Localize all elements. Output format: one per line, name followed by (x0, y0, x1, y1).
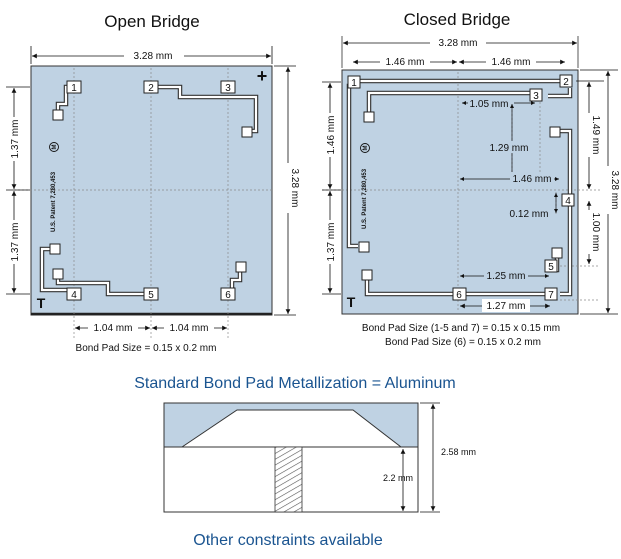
closed-patent-text: U.S. Patent 7,280,453 (362, 168, 368, 229)
open-pad-5: 5 (143, 287, 159, 301)
closed-dim-1-27: 1.27 mm (487, 301, 526, 312)
closed-dim-1-46-inner: 1.46 mm (513, 174, 552, 185)
closed-width-label: 3.28 mm (439, 38, 478, 49)
closed-top-dimensions: 3.28 mm 1.46 mm 1.46 mm (341, 36, 579, 68)
closed-bridge: Closed Bridge 3.28 mm 1.46 mm 1.46 mm (322, 10, 620, 348)
open-pad-1: 1 (66, 80, 82, 94)
open-width-label: 3.28 mm (134, 51, 173, 62)
closed-interior-dimensions: 1.05 mm 1.29 mm 1.46 mm 0.12 mm 1.25 mm (460, 97, 559, 282)
open-dim-1-37-bottom: 1.37 mm (10, 223, 21, 262)
open-height-label: 3.28 mm (289, 169, 300, 208)
open-right-dimension: 3.28 mm (274, 65, 300, 316)
closed-right-dimensions: 1.49 mm 1.00 mm 3.28 mm (576, 69, 620, 315)
closed-left-dimensions: 1.46 mm 1.37 mm (322, 81, 341, 295)
open-numbered-pads: 1 2 3 4 5 6 (66, 80, 236, 301)
open-pad-2: 2 (143, 80, 159, 94)
open-pad-4-label: 4 (71, 290, 77, 301)
open-guides (14, 68, 272, 340)
closed-small-pads (358, 111, 563, 281)
closed-dim-1-00: 1.00 mm (590, 213, 601, 252)
open-die (30, 65, 273, 316)
open-pad-5-label: 5 (148, 290, 154, 301)
closed-bridge-title: Closed Bridge (404, 10, 511, 29)
closed-pad-5-label: 5 (548, 262, 554, 273)
closed-bottom-dimension: 1.27 mm (460, 299, 550, 312)
closed-pad-2: 2 (559, 74, 573, 88)
closed-pad-1: 1 (347, 75, 361, 89)
closed-pad-1-label: 1 (351, 78, 357, 89)
plus-icon: + (257, 66, 268, 86)
open-pad-6-label: 6 (225, 290, 231, 301)
open-left-dimensions: 1.37 mm 1.37 mm (6, 86, 30, 295)
closed-pad-4-label: 4 (565, 196, 571, 207)
closed-dim-1-46-left: 1.46 mm (386, 57, 425, 68)
svg-text:M: M (52, 145, 58, 150)
open-small-pads (49, 109, 253, 280)
closed-tee-icon: T (347, 294, 356, 310)
closed-die (341, 69, 579, 315)
closed-pad-3-label: 3 (533, 91, 539, 102)
open-bridge-title: Open Bridge (104, 12, 199, 31)
open-pad-size-note: Bond Pad Size = 0.15 x 0.2 mm (76, 343, 217, 354)
closed-pad-7-label: 7 (548, 290, 554, 301)
closed-pad-6-label: 6 (456, 290, 462, 301)
open-dim-1-37-top: 1.37 mm (10, 120, 21, 159)
closed-dim-1-49: 1.49 mm (590, 116, 601, 155)
closed-pad-size-note-1: Bond Pad Size (1-5 and 7) = 0.15 x 0.15 … (362, 323, 560, 334)
open-patent-mark: M (49, 142, 59, 152)
closed-dim-1-37-vertical: 1.37 mm (326, 223, 337, 262)
closed-pad-6: 6 (452, 287, 467, 301)
closed-pad-4: 4 (561, 193, 575, 207)
tee-icon: T (37, 295, 46, 311)
open-bottom-dimensions: 1.04 mm 1.04 mm (75, 321, 227, 334)
closed-dim-0-12: 0.12 mm (510, 209, 549, 220)
cross-section-thickness-label: 2.58 mm (441, 447, 476, 457)
cross-section: 2.58 mm 2.2 mm (163, 402, 476, 513)
closed-numbered-pads: 1 2 3 4 5 6 7 (347, 74, 575, 301)
open-pad-6: 6 (220, 287, 236, 301)
metallization-title: Standard Bond Pad Metallization = Alumin… (134, 375, 456, 392)
open-pad-2-label: 2 (148, 83, 154, 94)
closed-dim-1-25: 1.25 mm (487, 271, 526, 282)
cross-section-via-label: 2.2 mm (383, 473, 413, 483)
closed-dim-1-05: 1.05 mm (470, 99, 509, 110)
open-bridge: Open Bridge 3.28 mm (6, 12, 300, 354)
open-pad-4: 4 (66, 287, 82, 301)
open-pad-1-label: 1 (71, 83, 77, 94)
open-dim-1-04-right: 1.04 mm (170, 323, 209, 334)
open-dim-1-04-left: 1.04 mm (94, 323, 133, 334)
closed-patent-mark: M (360, 143, 370, 153)
footer-note: Other constraints available (193, 532, 383, 549)
open-patent-text: U.S. Patent 7,280,453 (51, 171, 57, 232)
closed-height-label: 3.28 mm (609, 171, 620, 210)
svg-text:M: M (363, 146, 369, 151)
closed-pad-3: 3 (529, 88, 543, 102)
closed-dim-1-46-right: 1.46 mm (492, 57, 531, 68)
closed-pad-7: 7 (544, 287, 558, 301)
cross-section-via (274, 446, 303, 513)
open-pad-3-label: 3 (225, 83, 231, 94)
closed-dim-1-46-vertical: 1.46 mm (326, 116, 337, 155)
closed-pad-5: 5 (544, 259, 558, 273)
closed-dim-1-29: 1.29 mm (490, 143, 529, 154)
closed-pad-2-label: 2 (563, 77, 569, 88)
open-width-dimension: 3.28 mm (30, 46, 273, 64)
open-pad-3: 3 (220, 80, 236, 94)
closed-pad-size-note-2: Bond Pad Size (6) = 0.15 x 0.2 mm (385, 337, 541, 348)
